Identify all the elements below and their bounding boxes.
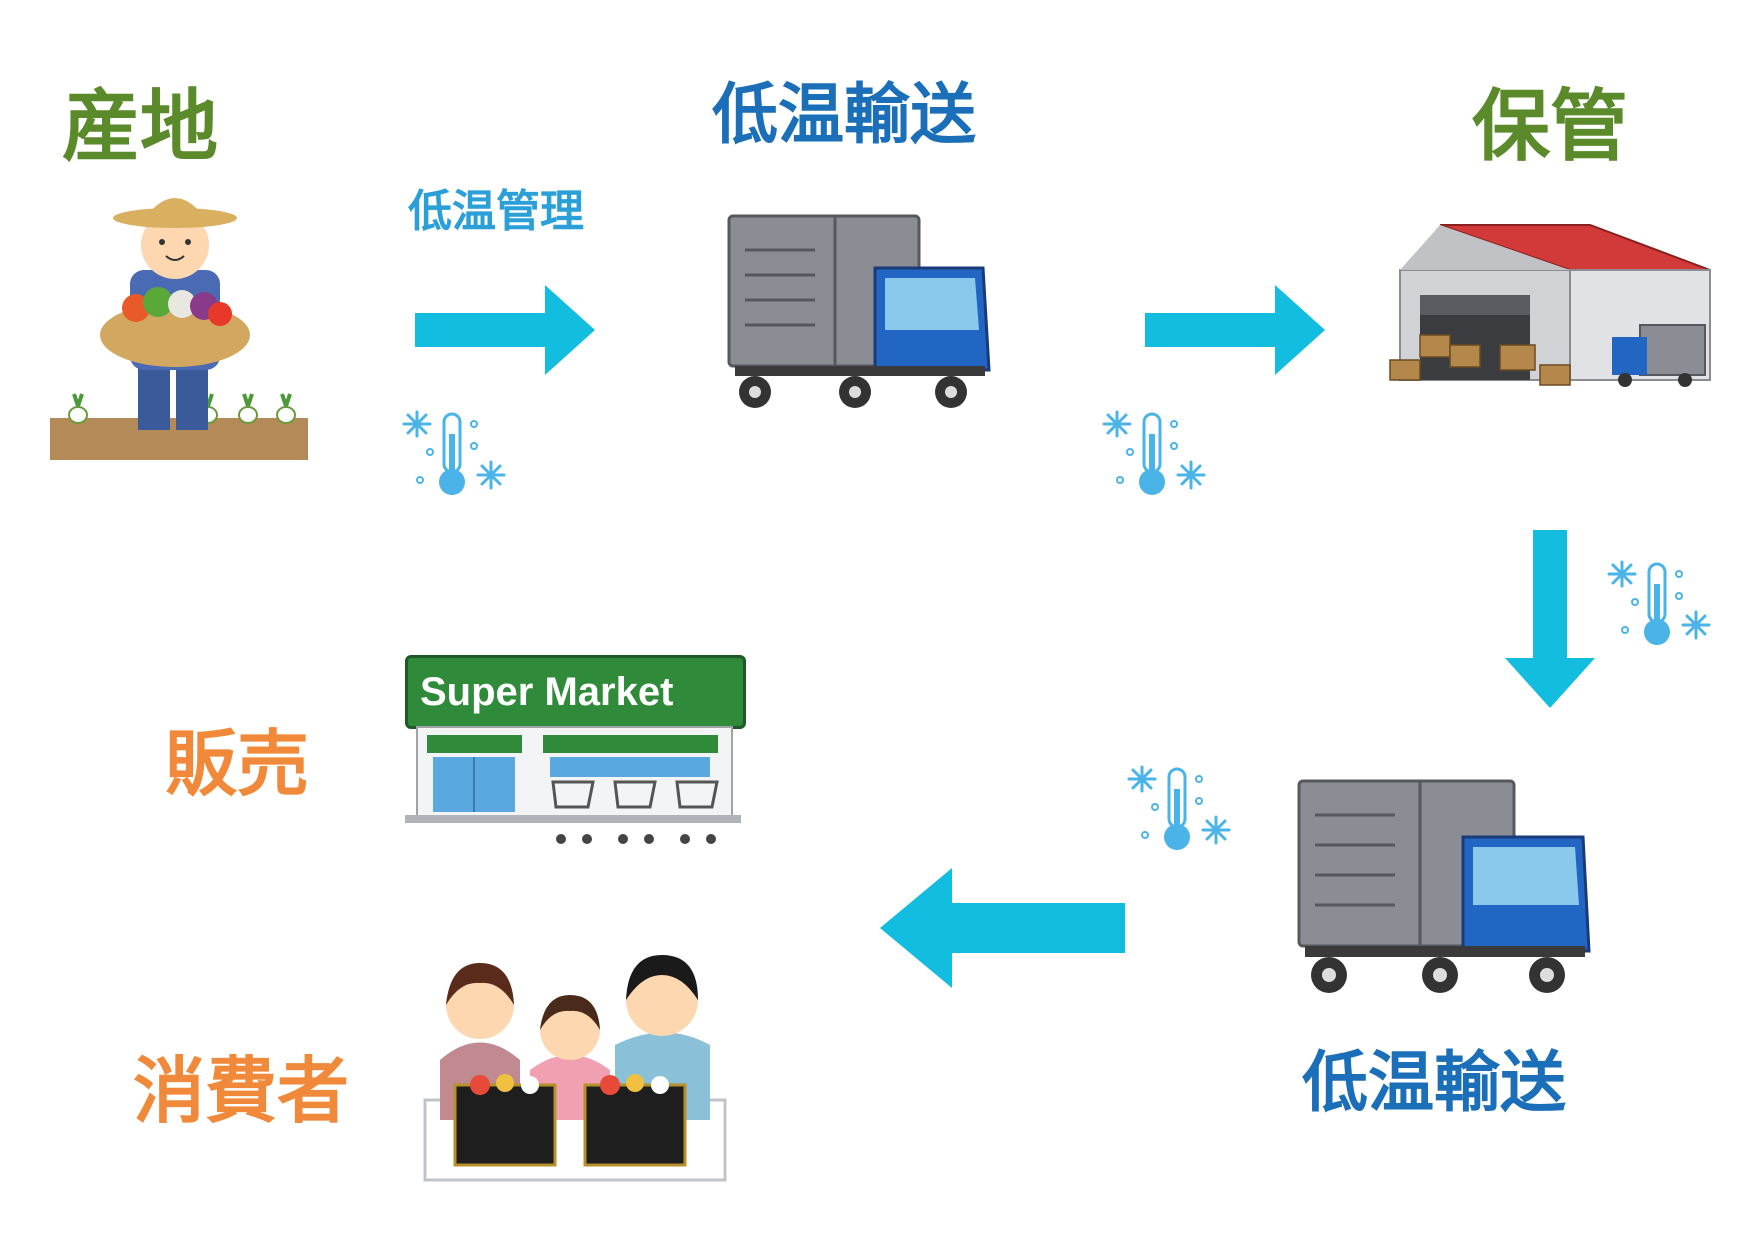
farmer-illustration: [50, 198, 308, 460]
family-eating-illustration: [423, 955, 727, 1182]
cold-thermometer-icon: [1102, 410, 1206, 495]
store-sign-text: Super Market: [420, 670, 674, 714]
storefront: [405, 726, 741, 844]
label-sales: 販売: [165, 722, 310, 806]
label-transport-2: 低温輸送: [1302, 1044, 1566, 1121]
label-origin: 産地: [62, 82, 219, 172]
arrow-down: [1505, 530, 1595, 708]
arrow-left: [880, 868, 1125, 988]
supermarket-illustration: Super Market: [405, 655, 746, 855]
store-sign: Super Market: [405, 655, 746, 729]
label-cold-control: 低温管理: [408, 186, 584, 237]
cold-thermometer-icon: [1127, 765, 1231, 850]
cold-thermometer-icon: [402, 410, 506, 495]
refrigerated-truck-illustration: [727, 214, 991, 408]
label-consumer: 消費者: [133, 1049, 350, 1133]
label-storage: 保管: [1472, 82, 1629, 172]
arrow-right-1: [415, 285, 595, 375]
refrigerated-truck-illustration: [1297, 779, 1591, 993]
arrow-right-2: [1145, 285, 1325, 375]
warehouse-illustration: [1389, 224, 1711, 387]
cold-thermometer-icon: [1607, 560, 1711, 645]
label-transport-1: 低温輸送: [712, 76, 976, 153]
